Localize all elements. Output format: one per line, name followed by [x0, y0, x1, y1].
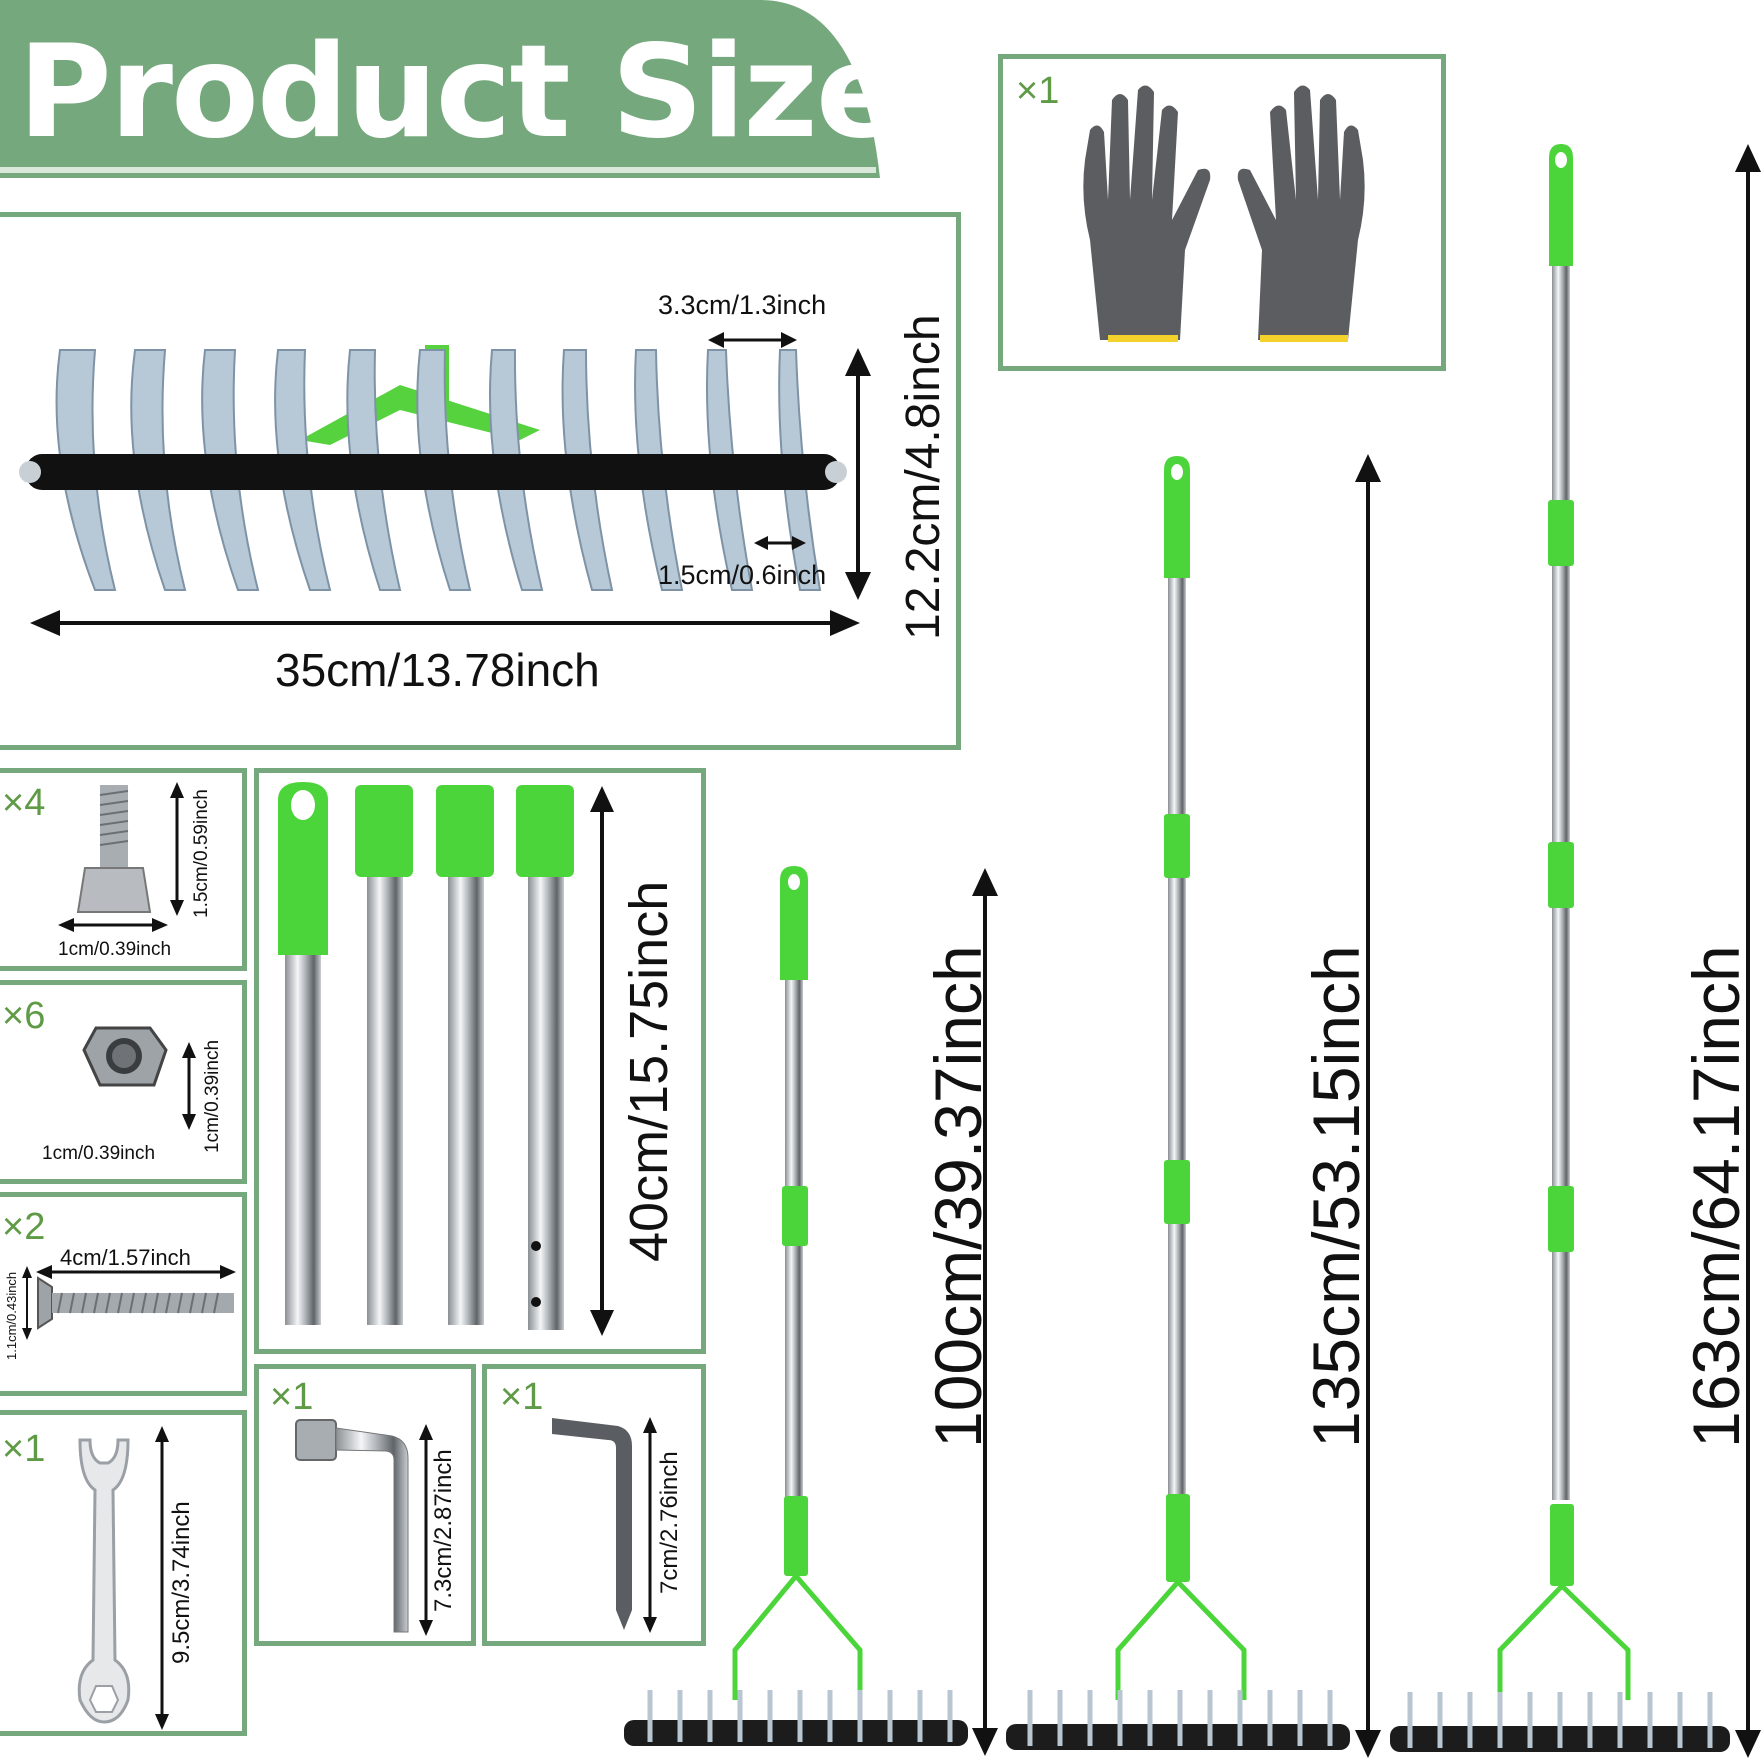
- hex-key-panel: [482, 1364, 706, 1646]
- page-title: Product Size: [18, 18, 903, 167]
- bolt-width-label: 1cm/0.39inch: [58, 939, 172, 960]
- head-width-label: 35cm/13.78inch: [275, 644, 600, 696]
- socket-wrench-panel: [254, 1364, 476, 1646]
- bolt-qty: ×4: [2, 782, 46, 824]
- screw-qty: ×2: [2, 1206, 46, 1248]
- nut-qty: ×6: [2, 995, 46, 1037]
- short-rake-height-label: 100cm/39.37inch: [921, 945, 995, 1448]
- tine-width-label: 3.3cm/1.3inch: [658, 290, 827, 320]
- screw-length-label: 4cm/1.57inch: [60, 1245, 191, 1270]
- gloves-qty: ×1: [1016, 70, 1060, 112]
- wrench-qty: ×1: [2, 1428, 46, 1470]
- hex-key-qty: ×1: [500, 1376, 544, 1418]
- medium-rake-height-label: 135cm/53.15inch: [1299, 945, 1373, 1448]
- nut-width-label: 1cm/0.39inch: [42, 1143, 156, 1164]
- socket-wrench-qty: ×1: [270, 1376, 314, 1418]
- tine-gap-label: 1.5cm/0.6inch: [658, 560, 827, 590]
- long-rake-height-label: 163cm/64.17inch: [1679, 945, 1753, 1448]
- gloves-panel: [998, 54, 1446, 371]
